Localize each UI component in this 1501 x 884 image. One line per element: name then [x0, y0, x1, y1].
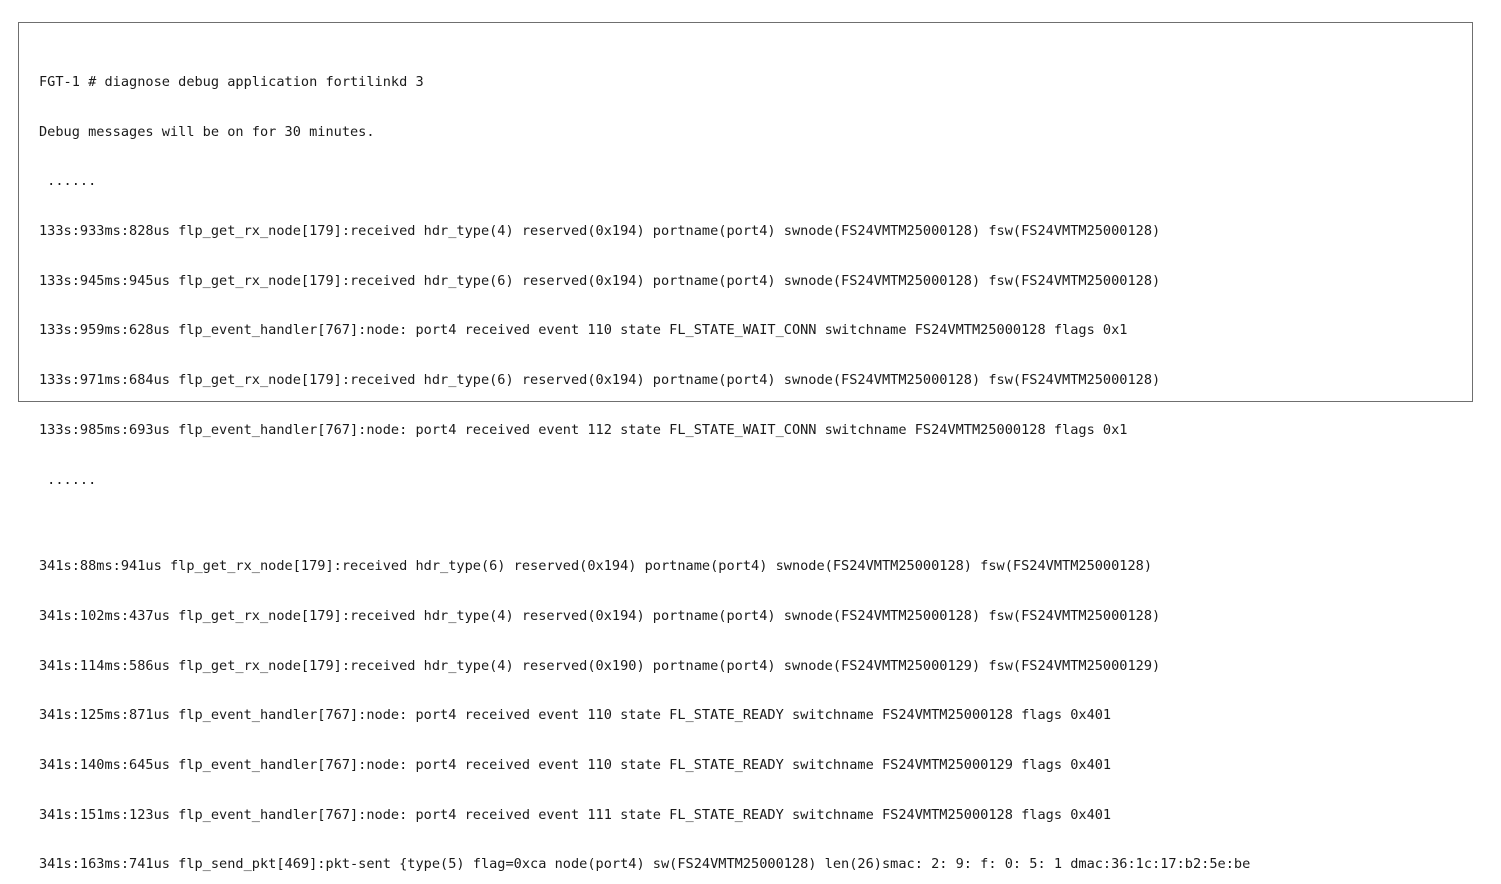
log-line: 133s:971ms:684us flp_get_rx_node[179]:re…: [39, 372, 1161, 389]
log-gap: [39, 521, 1464, 526]
debug-log: FGT-1 # diagnose debug application forti…: [39, 42, 1464, 884]
log-line: 133s:959ms:628us flp_event_handler[767]:…: [39, 322, 1128, 339]
log-line: 341s:125ms:871us flp_event_handler[767]:…: [39, 707, 1112, 724]
log-line: 341s:151ms:123us flp_event_handler[767]:…: [39, 806, 1112, 823]
ellipsis-line: ......: [39, 471, 97, 488]
log-line: Debug messages will be on for 30 minutes…: [39, 123, 375, 140]
log-line: 341s:140ms:645us flp_event_handler[767]:…: [39, 756, 1112, 773]
log-line: 133s:945ms:945us flp_get_rx_node[179]:re…: [39, 272, 1161, 289]
log-line: 341s:163ms:741us flp_send_pkt[469]:pkt-s…: [39, 856, 1251, 873]
log-line: 341s:102ms:437us flp_get_rx_node[179]:re…: [39, 607, 1161, 624]
log-line: 133s:933ms:828us flp_get_rx_node[179]:re…: [39, 223, 1161, 240]
log-line: 133s:985ms:693us flp_event_handler[767]:…: [39, 421, 1128, 438]
command-line: FGT-1 # diagnose debug application forti…: [39, 74, 424, 90]
terminal-output-panel: FGT-1 # diagnose debug application forti…: [18, 22, 1473, 872]
log-line: 341s:88ms:941us flp_get_rx_node[179]:rec…: [39, 558, 1153, 575]
log-line: 341s:114ms:586us flp_get_rx_node[179]:re…: [39, 657, 1161, 674]
ellipsis-line: ......: [39, 173, 97, 190]
